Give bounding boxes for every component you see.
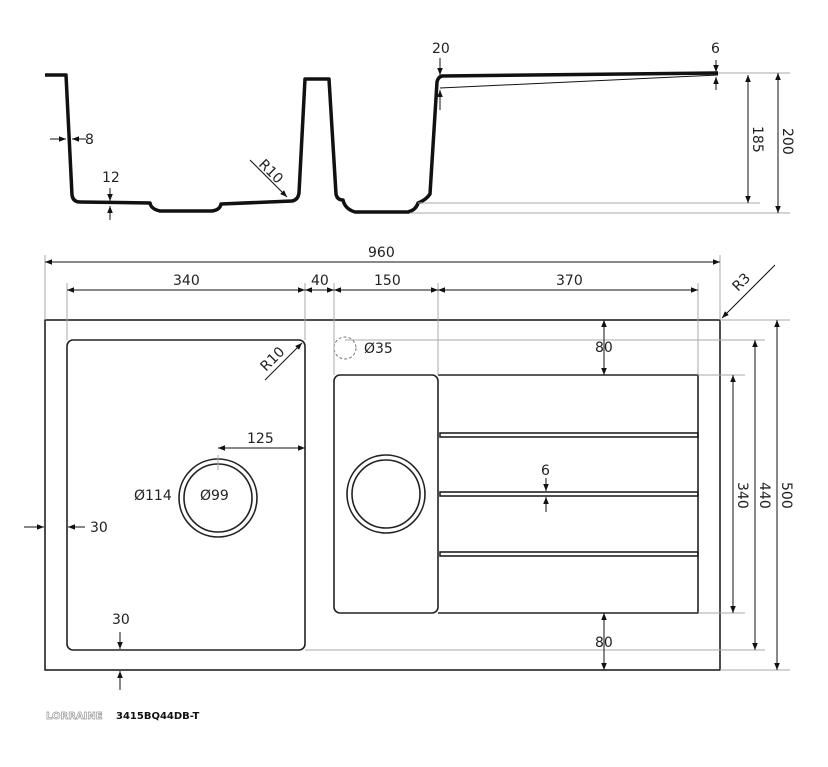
groove-label: 6 — [541, 463, 550, 479]
total-depth-label: 200 — [779, 128, 795, 155]
bottom-margin-label: 30 — [112, 612, 130, 628]
brand-caption: LORRAINE 3415BQ44DB-T — [46, 711, 200, 723]
second-bowl — [333, 374, 439, 614]
total-depth-plan-label: 500 — [778, 482, 794, 509]
brand-logo: LORRAINE — [46, 711, 103, 722]
waste-outer-label: Ø114 — [134, 488, 172, 504]
profile-radius-label: R10 — [255, 157, 286, 188]
tap-hole-label: Ø35 — [364, 341, 393, 357]
plan-view: 960 340 40 150 370 R3 R10 Ø35 80 80 125 … — [24, 245, 794, 690]
waste-inner-label: Ø99 — [200, 488, 229, 504]
second-waste-inner — [351, 459, 421, 529]
second-bowl-width-label: 150 — [374, 273, 401, 289]
drainer-groove — [439, 432, 699, 438]
total-width-label: 960 — [368, 245, 395, 261]
top-margin-label: 80 — [595, 340, 613, 356]
radius-leader — [249, 159, 288, 198]
profile-view: 8 12 R10 20 6 185 200 — [45, 41, 795, 220]
second-waste-outer — [346, 454, 426, 534]
drainer-grooves — [439, 432, 699, 557]
waste-offset-label: 125 — [247, 431, 274, 447]
sink-outline — [44, 319, 721, 671]
sink-profile — [45, 71, 719, 214]
corner-radius-leader — [721, 264, 776, 319]
bottom-margin-80-label: 80 — [595, 635, 613, 651]
drainer-groove — [439, 551, 699, 557]
inner-depth-plan-label: 440 — [756, 482, 772, 509]
drainer-slope-line — [439, 74, 719, 89]
bowl-radius-label: R10 — [258, 344, 289, 375]
corner-radius-label: R3 — [730, 270, 754, 294]
bottom-thickness-label: 12 — [102, 170, 120, 186]
rim-label: 20 — [432, 41, 450, 57]
model-number: 3415BQ44DB-T — [116, 711, 199, 722]
bowl-radius-leader — [264, 342, 303, 381]
drainer-edge-label: 6 — [711, 41, 720, 57]
main-bowl — [66, 339, 306, 651]
left-margin-label: 30 — [90, 520, 108, 536]
drainer-area — [438, 374, 699, 614]
bowl-depth-label: 340 — [734, 482, 750, 509]
drainer-groove — [439, 491, 699, 497]
main-bowl-width-label: 340 — [173, 273, 200, 289]
tap-hole — [333, 336, 357, 360]
inner-depth-label: 185 — [749, 126, 765, 153]
divider-width-label: 40 — [311, 273, 329, 289]
drainer-width-label: 370 — [556, 273, 583, 289]
wall-thickness-label: 8 — [85, 132, 94, 148]
